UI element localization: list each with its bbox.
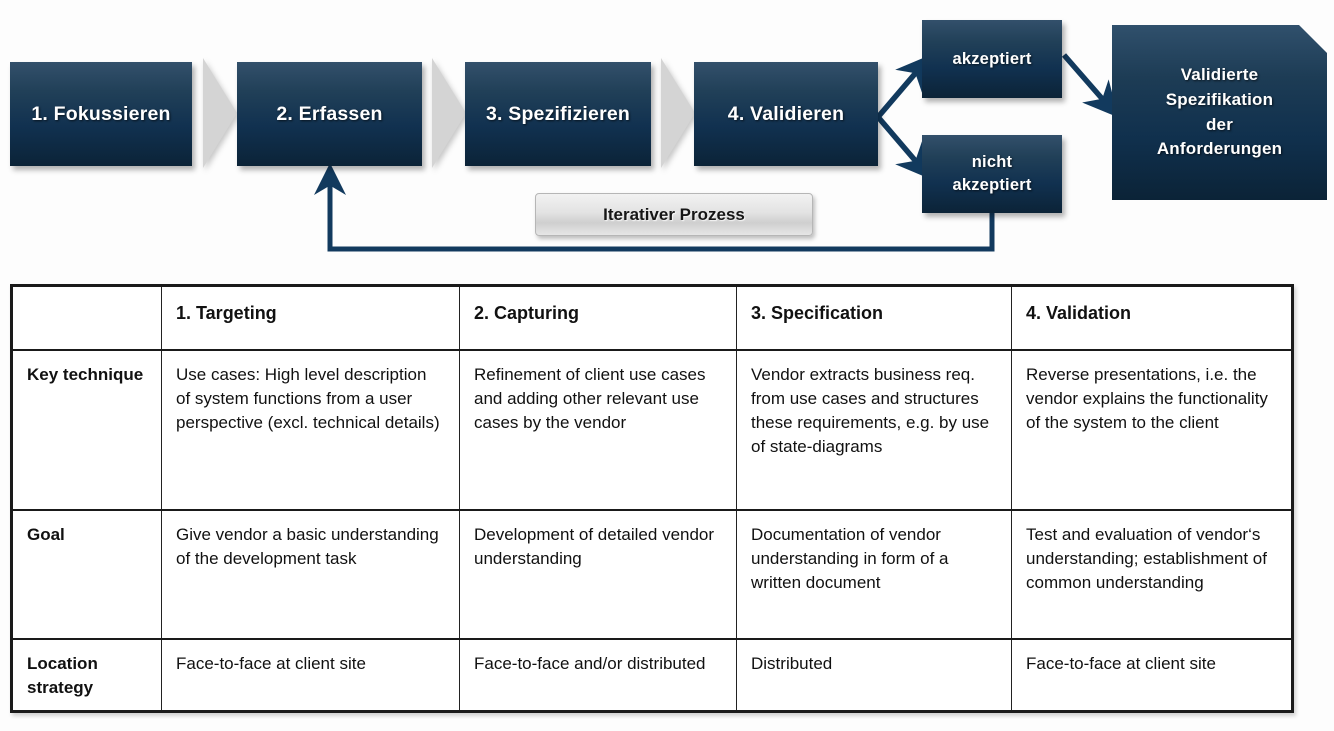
phase-comparison-table: 1. Targeting 2. Capturing 3. Specificati… (10, 284, 1294, 714)
cell-location-specification: Distributed (736, 637, 1012, 714)
cell-goal-targeting: Give vendor a basic understanding of the… (161, 508, 460, 639)
outcome-label: Validierte Spezifikation der Anforderung… (1156, 65, 1283, 159)
column-header-blank (10, 284, 162, 350)
decision-label: nicht akzeptiert (952, 153, 1032, 194)
cell-key-technique-capturing: Refinement of client use cases and addin… (459, 348, 737, 510)
cell-goal-validation: Test and evaluation of vendor‘s understa… (1011, 508, 1294, 639)
column-header-targeting: 1. Targeting (161, 284, 460, 350)
stage-box-3[interactable]: 3. Spezifizieren (465, 62, 651, 166)
process-flow-diagram: 1. Fokussieren 2. Erfassen 3. Spezifizie… (0, 0, 1334, 272)
cell-key-technique-validation: Reverse presentations, i.e. the vendor e… (1011, 348, 1294, 510)
table-row: Location strategy Face-to-face at client… (10, 637, 1294, 714)
cell-location-validation: Face-to-face at client site (1011, 637, 1294, 714)
comparison-table-wrapper: 1. Targeting 2. Capturing 3. Specificati… (10, 284, 1294, 714)
row-header-key-technique: Key technique (10, 348, 162, 510)
edge-validieren-akzeptiert (875, 54, 932, 119)
decision-label: akzeptiert (952, 49, 1032, 68)
table-row: Key technique Use cases: High level desc… (10, 348, 1294, 510)
stage-label: 3. Spezifizieren (485, 102, 631, 125)
stage-box-2[interactable]: 2. Erfassen (237, 62, 422, 166)
row-header-goal: Goal (10, 508, 162, 639)
column-header-specification: 3. Specification (736, 284, 1012, 350)
edge-akzeptiert-outcome (1061, 53, 1119, 118)
column-header-capturing: 2. Capturing (459, 284, 737, 350)
cell-key-technique-specification: Vendor extracts business req. from use c… (736, 348, 1012, 510)
iterative-process-label: Iterativer Prozess (603, 204, 745, 224)
iterative-process-label-box: Iterativer Prozess (535, 193, 813, 236)
decision-box-accepted[interactable]: akzeptiert (922, 20, 1062, 98)
row-header-location-strategy: Location strategy (10, 637, 162, 714)
cell-location-capturing: Face-to-face and/or distributed (459, 637, 737, 714)
column-header-validation: 4. Validation (1011, 284, 1294, 350)
stage-label: 1. Fokussieren (31, 102, 171, 125)
edge-validieren-nicht-akzeptiert (875, 115, 932, 180)
table-row: Goal Give vendor a basic understanding o… (10, 508, 1294, 639)
decision-box-not-accepted[interactable]: nicht akzeptiert (922, 135, 1062, 213)
stage-label: 4. Validieren (727, 102, 845, 125)
outcome-document-box[interactable]: Validierte Spezifikation der Anforderung… (1112, 25, 1327, 200)
stage-label: 2. Erfassen (276, 102, 383, 125)
table-header-row: 1. Targeting 2. Capturing 3. Specificati… (10, 284, 1294, 350)
cell-location-targeting: Face-to-face at client site (161, 637, 460, 714)
stage-box-1[interactable]: 1. Fokussieren (10, 62, 192, 166)
cell-key-technique-targeting: Use cases: High level description of sys… (161, 348, 460, 510)
stage-box-4[interactable]: 4. Validieren (694, 62, 878, 166)
cell-goal-capturing: Development of detailed vendor understan… (459, 508, 737, 639)
cell-goal-specification: Documentation of vendor understanding in… (736, 508, 1012, 639)
